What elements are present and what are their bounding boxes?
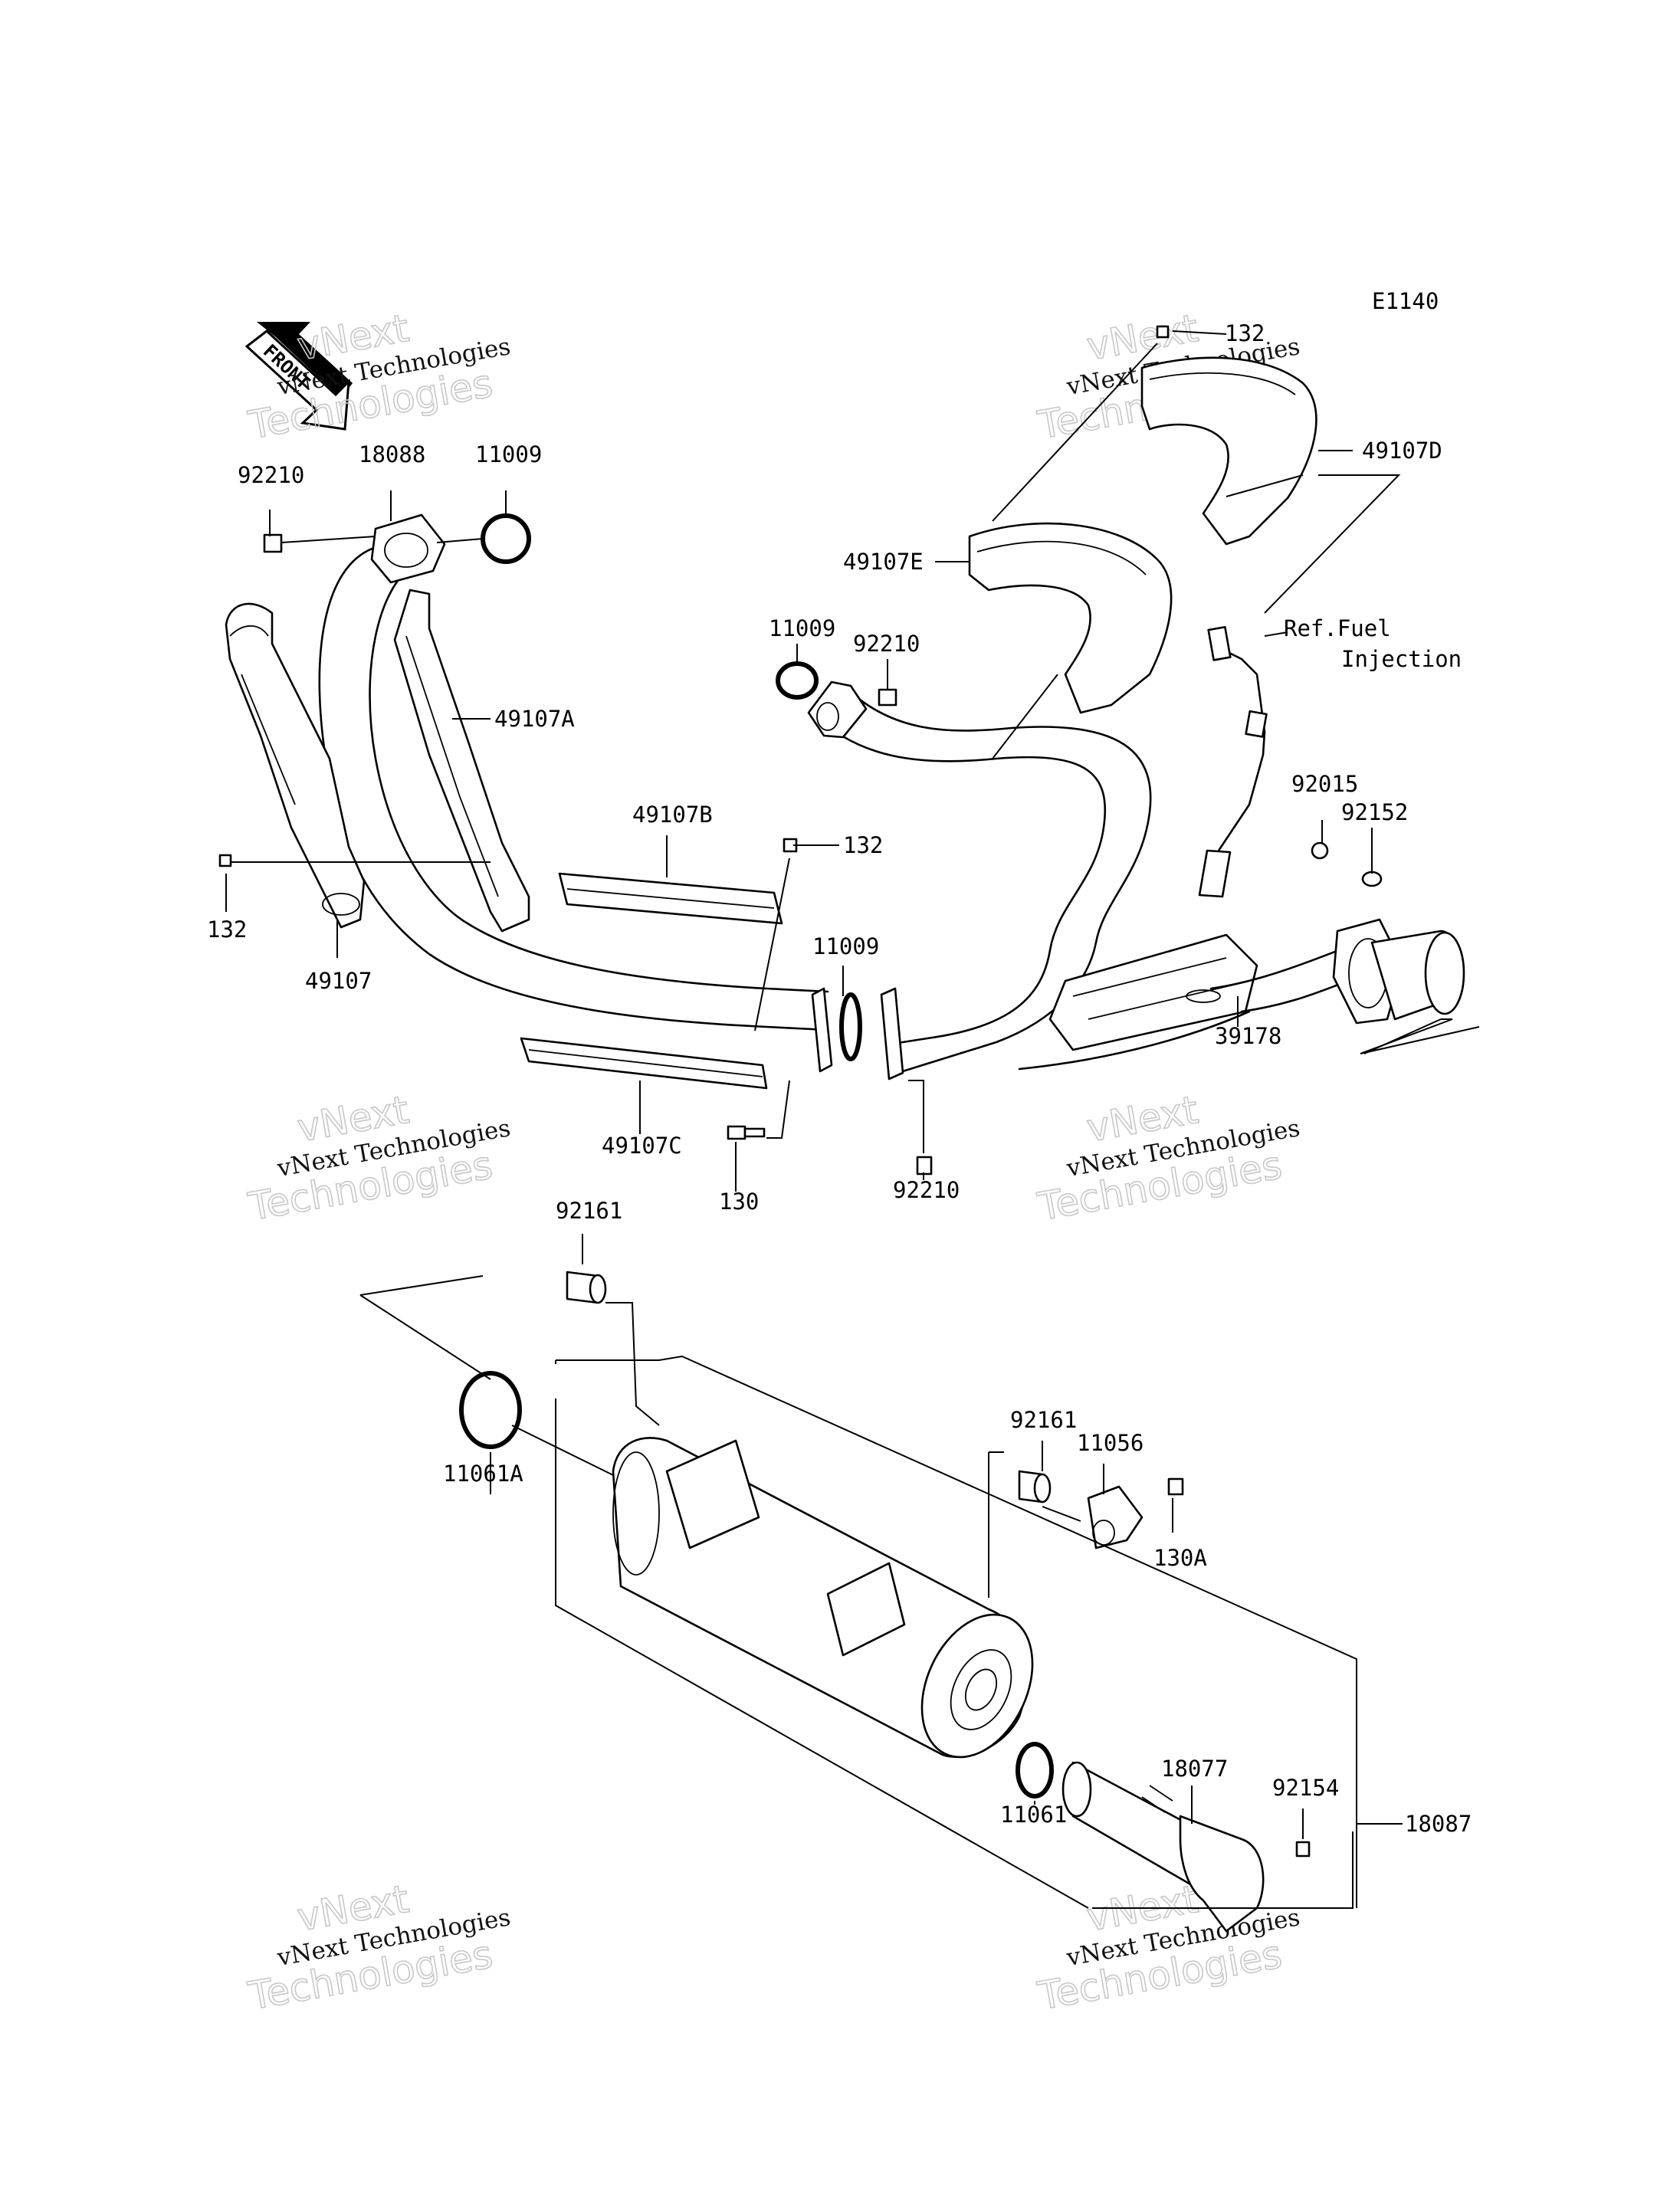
label-132-left: 132	[207, 917, 247, 943]
heat-shield-49107B	[558, 872, 783, 925]
label-11009-c: 11009	[812, 933, 879, 959]
pipe-joint-flange-right	[880, 987, 904, 1080]
label-49107A: 49107A	[494, 706, 575, 732]
label-11009-a: 11009	[475, 441, 542, 467]
nut-92210-a	[263, 533, 283, 553]
label-92210-a: 92210	[238, 462, 304, 488]
bolt-130	[727, 1125, 766, 1140]
label-49107C: 49107C	[602, 1133, 682, 1159]
gasket-ring-11009-a	[481, 513, 531, 564]
label-11009-b: 11009	[769, 615, 835, 641]
watermark-bottom-right: vNext vNext Technologies Technologies	[1034, 1876, 1302, 2019]
bolt-132-top	[1156, 325, 1170, 339]
label-49107D: 49107D	[1362, 438, 1442, 464]
label-92154: 92154	[1272, 1775, 1339, 1801]
gasket-ring-11009-b	[776, 661, 819, 700]
label-49107E: 49107E	[843, 549, 924, 575]
label-92210-c: 92210	[893, 1177, 960, 1203]
label-132-mid: 132	[843, 832, 883, 858]
nut-92210-b	[878, 688, 897, 707]
gasket-ring-joint	[839, 992, 862, 1061]
label-11061A: 11061A	[443, 1461, 523, 1487]
watermark-mid-left: vNext vNext Technologies Technologies	[244, 1087, 513, 1230]
spacer-92161-a	[566, 1271, 607, 1304]
label-92210-b: 92210	[853, 631, 920, 657]
gasket-ring-11061A	[459, 1371, 522, 1449]
catalyst-housing	[1048, 933, 1350, 1051]
bolt-130A	[1167, 1477, 1184, 1496]
diagram-code: E1140	[1372, 288, 1439, 314]
heat-shield-49107E	[968, 522, 1173, 714]
nut-92210-c	[916, 1156, 933, 1176]
label-130: 130	[719, 1189, 759, 1215]
label-92161-b: 92161	[1010, 1407, 1077, 1433]
front-arrow-icon: FRONT	[244, 322, 353, 431]
label-92152: 92152	[1341, 799, 1408, 825]
label-18088: 18088	[359, 441, 425, 467]
tailpipe-18077	[1061, 1761, 1265, 1933]
label-18077: 18077	[1161, 1756, 1228, 1782]
ref-fuel-injection-line1: Ref.Fuel	[1284, 615, 1391, 641]
pipe-joint-flange-left	[811, 987, 833, 1073]
label-39178: 39178	[1215, 1023, 1281, 1049]
label-11056: 11056	[1077, 1430, 1144, 1456]
heat-shield-49107	[225, 602, 366, 929]
bolt-92154	[1295, 1841, 1311, 1858]
rear-pipe-flange	[807, 680, 868, 739]
nut-92015	[1311, 841, 1329, 860]
gasket-ring-11061	[1016, 1742, 1054, 1799]
muffler-body	[612, 1437, 1034, 1759]
bolt-132-left	[218, 854, 232, 867]
leader-lines	[225, 330, 1480, 1909]
heat-shield-49107D	[1140, 356, 1317, 546]
clamp-11056	[1087, 1485, 1144, 1549]
heat-shield-49107A	[393, 589, 530, 933]
label-49107B: 49107B	[632, 802, 713, 828]
watermark-mid-right: vNext vNext Technologies Technologies	[1034, 1087, 1302, 1230]
label-18087: 18087	[1405, 1811, 1472, 1837]
front-exhaust-pipe	[318, 546, 829, 1031]
outlet-pipe	[1370, 930, 1465, 1021]
label-132-top: 132	[1225, 320, 1265, 346]
label-130A: 130A	[1153, 1545, 1207, 1571]
label-92161-a: 92161	[556, 1198, 622, 1224]
ref-fuel-injection-line2: Injection	[1341, 646, 1462, 672]
spacer-92161-b	[1018, 1470, 1052, 1503]
front-pipe-flange	[370, 513, 446, 584]
label-49107: 49107	[305, 968, 372, 994]
label-92015: 92015	[1291, 771, 1358, 797]
heat-shield-49107C	[520, 1037, 768, 1090]
label-11061: 11061	[1000, 1802, 1067, 1828]
oxygen-sensor	[1198, 625, 1268, 898]
watermark-bottom-left: vNext vNext Technologies Technologies	[244, 1876, 513, 2019]
washer-92152	[1361, 871, 1383, 887]
